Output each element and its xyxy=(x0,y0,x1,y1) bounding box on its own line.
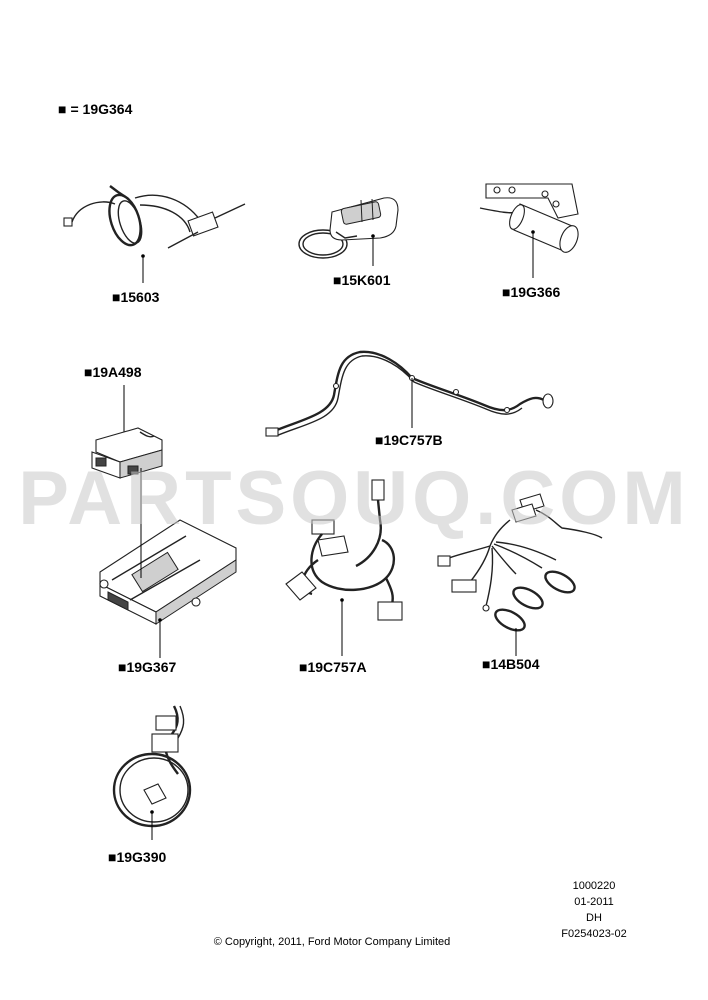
label-19A498: ■19A498 xyxy=(84,364,142,380)
label-19C757A: ■19C757A xyxy=(299,659,367,675)
label-19C757B: ■19C757B xyxy=(375,432,443,448)
ref-line-3: DH xyxy=(586,912,602,924)
harness-b-plug xyxy=(265,427,279,437)
copyright: © Copyright, 2011, Ford Motor Company Li… xyxy=(214,936,451,948)
key-ring xyxy=(298,229,348,259)
ref-line-2: 01-2011 xyxy=(574,896,614,908)
part-19C757B-harness[interactable] xyxy=(265,350,554,437)
harness-ring-1 xyxy=(494,608,526,632)
part-19G390-cable[interactable] xyxy=(112,705,192,840)
reference-block: 1000220 01-2011 DH F0254023-02 xyxy=(561,880,626,940)
cable-end-clip xyxy=(143,783,167,805)
label-15K601: ■15K601 xyxy=(333,272,391,288)
harness-ring-3 xyxy=(544,570,576,594)
label-19G390: ■19G390 xyxy=(108,849,166,865)
legend-text: ■= 19G364 xyxy=(58,101,133,117)
harness-a-connector-4 xyxy=(377,601,403,621)
label-19G367: ■19G367 xyxy=(118,659,176,675)
harness-b-end xyxy=(542,393,554,409)
antenna-filter-box xyxy=(187,211,219,237)
harness-c-connector-2 xyxy=(451,579,477,593)
ref-line-4: F0254023-02 xyxy=(561,928,626,940)
harness-a-connector-3 xyxy=(285,571,317,601)
fob-buttons xyxy=(340,201,382,225)
harness-a-connector-2 xyxy=(317,535,349,557)
antenna-plug xyxy=(63,217,73,227)
watermark: PARTSOUQ.COM xyxy=(18,456,689,541)
harness-a-connector-1 xyxy=(311,519,335,535)
part-15K601-key-fob[interactable] xyxy=(298,197,399,266)
cable-top-connector xyxy=(155,715,177,731)
part-15603-antenna[interactable] xyxy=(63,185,246,283)
part-19G367-module[interactable] xyxy=(99,468,237,658)
label-19G366: ■19G366 xyxy=(502,284,560,300)
label-15603: ■15603 xyxy=(112,289,160,305)
part-19C757A-harness[interactable] xyxy=(285,479,403,656)
module-label-plate xyxy=(131,551,179,593)
part-19A498-bracket[interactable] xyxy=(91,385,163,479)
part-14B504-harness[interactable] xyxy=(437,493,603,656)
ref-line-1: 1000220 xyxy=(573,880,616,892)
part-19G366-sensor[interactable] xyxy=(479,183,582,278)
label-14B504: ■14B504 xyxy=(482,656,540,672)
cable-mid-connector xyxy=(151,733,179,753)
harness-ring-2 xyxy=(512,586,544,610)
sensor-bracket xyxy=(485,183,579,219)
